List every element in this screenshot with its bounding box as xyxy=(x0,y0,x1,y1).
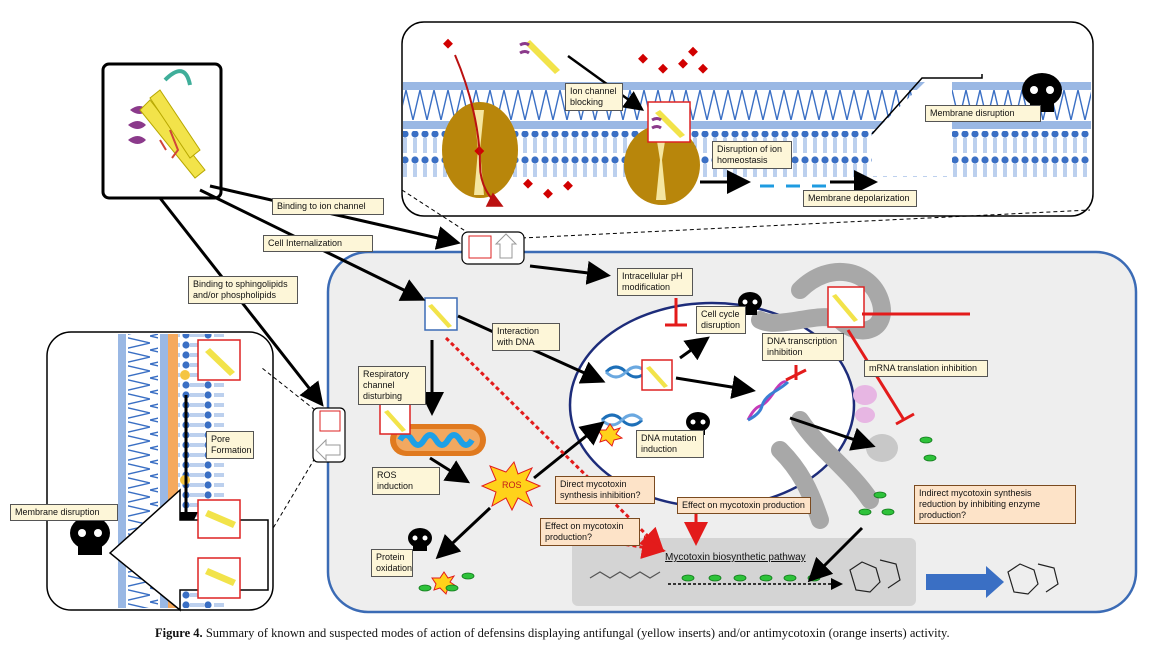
label-indirect-mycotoxin: Indirect mycotoxin synthesis reduction b… xyxy=(914,485,1076,524)
label-dna-transcription: DNA transcription inhibition xyxy=(762,333,844,361)
label-respiratory-channel: Respiratory channel disturbing xyxy=(358,366,426,405)
defensin-structure-icon xyxy=(101,62,223,200)
label-membrane-disruption-top: Membrane disruption xyxy=(925,105,1041,122)
mycotoxin-molecule xyxy=(1007,563,1059,595)
label-mrna-translation: mRNA translation inhibition xyxy=(864,360,988,377)
label-ros-induction: ROS induction xyxy=(372,467,440,495)
mitochondrion-icon xyxy=(390,424,486,456)
label-membrane-depolarization: Membrane depolarization xyxy=(803,190,917,207)
ros-burst-icon xyxy=(480,460,542,512)
top-membrane-inset xyxy=(401,21,1094,217)
label-binding-sphingolipids: Binding to sphingolipids and/or phosphol… xyxy=(188,276,298,304)
label-ros: ROS xyxy=(502,480,522,490)
skull-icon xyxy=(70,516,110,555)
defensin-free-icon xyxy=(519,40,560,74)
label-disruption-ion-homeostasis: Disruption of ion homeostasis xyxy=(712,141,792,169)
defensin-insert-icon xyxy=(647,101,691,143)
caption-text: Summary of known and suspected modes of … xyxy=(205,626,950,640)
label-effect-mycotoxin-2: Effect on mycotoxin production xyxy=(677,497,811,514)
label-mycotoxin-pathway: Mycotoxin biosynthetic pathway xyxy=(665,552,806,563)
label-cell-cycle-disruption: Cell cycle disruption xyxy=(696,306,746,334)
label-ion-channel-blocking: Ion channel blocking xyxy=(565,83,623,111)
secretion-arrow xyxy=(926,566,1004,598)
left-membrane-inset xyxy=(46,331,274,612)
label-cell-internalization: Cell Internalization xyxy=(263,235,373,252)
label-direct-mycotoxin: Direct mycotoxin synthesis inhibition? xyxy=(555,476,655,504)
figure-caption: Figure 4. Summary of known and suspected… xyxy=(155,626,1135,641)
skull-icon xyxy=(408,528,432,551)
label-effect-mycotoxin-1: Effect on mycotoxin production? xyxy=(540,518,640,546)
label-protein-oxidation: Protein oxidation xyxy=(371,549,413,577)
label-dna-mutation: DNA mutation induction xyxy=(636,430,704,458)
label-binding-ion-channel: Binding to ion channel xyxy=(272,198,384,215)
mycotoxin-pathway-box xyxy=(572,538,916,606)
figure-label: Figure 4. xyxy=(155,626,203,640)
label-membrane-disruption-left: Membrane disruption xyxy=(10,504,118,521)
label-intracellular-ph: Intracellular pH modification xyxy=(617,268,693,296)
label-pore-formation: Pore Formation xyxy=(206,431,254,459)
label-interaction-dna: Interaction with DNA xyxy=(492,323,560,351)
ribosome-icon xyxy=(866,434,898,462)
